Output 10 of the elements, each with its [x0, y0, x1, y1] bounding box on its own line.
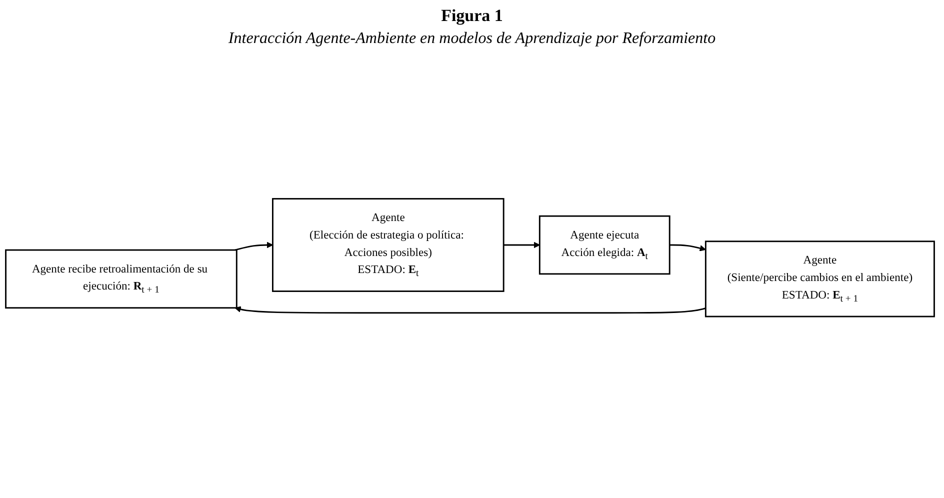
node-box: Agente recibe retroalimentación de su ejecución: R$_{t + 1}$ — [5, 250, 238, 309]
node-box: Agente (Elección de estrategia o política: Acciones posibles) ESTADO: E$_{t}$ — [272, 198, 504, 292]
arrow — [234, 306, 706, 314]
figure-caption: Interacción Agente-Ambiente en modelos de Aprendizaje por Reforzamiento — [227, 30, 717, 48]
figure-title: Figura 1 — [440, 6, 504, 26]
arrow — [670, 244, 706, 252]
node-box: Agente ejecuta Acción elegida: A$_{t}$ — [538, 216, 670, 275]
node-box: Agente (Siente/percibe cambios en el ambiente) ESTADO: E$_{t + 1}$ — [704, 241, 935, 318]
arrow — [234, 242, 273, 252]
arrow — [504, 242, 540, 249]
